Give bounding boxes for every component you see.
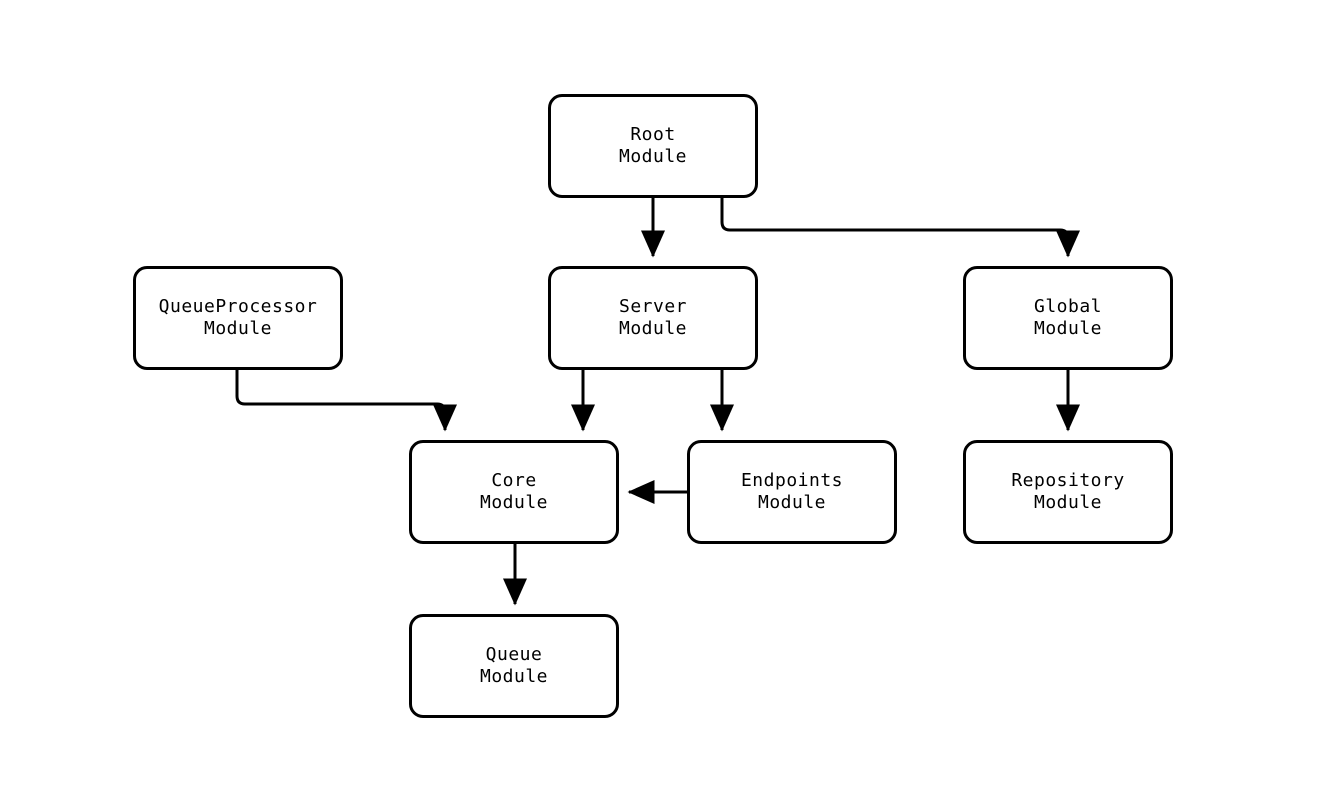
edge-queueprocessor-to-core: [235, 370, 457, 432]
node-queueprocessor-label-line2: Module: [203, 318, 273, 339]
node-global-label-line1: Global: [1033, 296, 1103, 317]
node-server-label-line2: Module: [618, 318, 688, 339]
node-server-label-line1: Server: [618, 296, 688, 317]
node-core-label-line1: Core: [491, 470, 537, 491]
node-global-label-line2: Module: [1033, 318, 1103, 339]
node-root-label-line1: Root: [630, 124, 676, 145]
node-queue-label-line2: Module: [479, 666, 549, 687]
node-repository-label-line2: Module: [1033, 492, 1103, 513]
node-endpoints-label-line2: Module: [757, 492, 827, 513]
node-root-label-line2: Module: [618, 146, 688, 167]
node-repository-label-line1: Repository: [1011, 470, 1125, 491]
node-endpoints-label-line1: Endpoints: [740, 470, 844, 491]
node-queue-label-line1: Queue: [485, 644, 543, 665]
node-core-label-line2: Module: [479, 492, 549, 513]
node-queueprocessor-label-line1: QueueProcessor: [158, 296, 318, 317]
edge-root-to-global: [720, 198, 1080, 258]
